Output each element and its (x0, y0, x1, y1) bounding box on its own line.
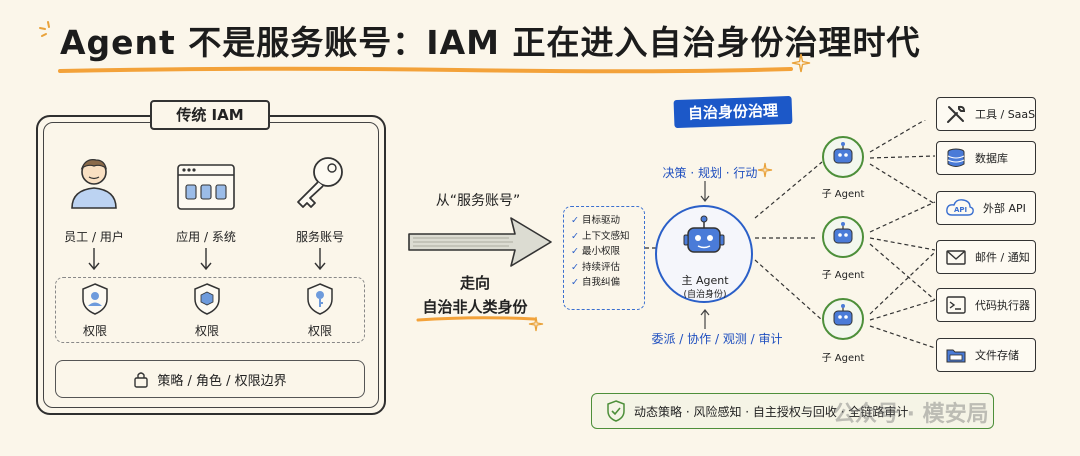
sub-agent-label: 子 Agent (821, 353, 865, 364)
robot-icon (833, 222, 853, 244)
tool-box-database: 数据库 (936, 141, 1036, 175)
capability-checklist: ✓目标驱动 ✓上下文感知 ✓最小权限 ✓持续评估 ✓自我纠偏 (563, 206, 645, 310)
governance-features-bar: 动态策略 · 风险感知 · 自主授权与回收 · 全链路审计 (591, 393, 994, 429)
shield-check-icon (607, 400, 625, 422)
robot-icon (833, 142, 853, 164)
mail-icon (946, 250, 966, 265)
connection-lines (645, 120, 936, 349)
arrow-down-icon (700, 181, 710, 202)
arrow-up-icon (700, 309, 710, 329)
big-arrow-icon (408, 217, 552, 267)
tool-box-storage: 文件存储 (936, 338, 1036, 372)
transition-from: 从“服务账号” (435, 193, 521, 209)
transition-to-line1: 走向 (459, 274, 490, 292)
folder-icon (946, 349, 966, 363)
permissions-group (55, 277, 365, 343)
policy-box: 策略 / 角色 / 权限边界 (55, 360, 365, 398)
entity-label-service-account: 服务账号 (295, 230, 344, 244)
title-underline (58, 66, 793, 74)
robot-icon (683, 215, 725, 253)
checklist-item: ✓自我纠偏 (571, 277, 620, 288)
tool-box-saas: 工具 / SaaS (936, 97, 1036, 131)
person-icon (71, 159, 117, 209)
traditional-iam-title: 传统 IAM (150, 100, 270, 130)
checklist-item: ✓上下文感知 (571, 230, 630, 242)
watermark: 公众号 · 模安局 (833, 402, 989, 427)
sparkle-icon (528, 316, 544, 332)
sub-agent-label: 子 Agent (821, 270, 865, 281)
entity-label-user: 员工 / 用户 (64, 230, 124, 244)
governance-features-text: 动态策略 · 风险感知 · 自主授权与回收 · 全链路审计 (634, 404, 909, 419)
transition-to-line2: 自治非人类身份 (422, 298, 528, 316)
terminal-icon (946, 296, 966, 314)
tool-box-executor: 代码执行器 (936, 288, 1036, 322)
sparkle-icon (791, 53, 811, 73)
permission-label: 权限 (82, 324, 107, 338)
permission-label: 权限 (194, 324, 219, 338)
entity-label-app: 应用 / 系统 (176, 230, 236, 244)
top-actions: 决策 · 规划 · 行动 (662, 166, 758, 180)
shield-cube-icon (194, 283, 220, 315)
sparkle-icon (39, 21, 50, 37)
arrow-down-icon (200, 248, 212, 271)
api-badge: API (954, 206, 967, 214)
app-window-icon (177, 164, 235, 210)
robot-icon (833, 304, 853, 326)
main-agent-node (655, 205, 753, 303)
page-title: Agent 不是服务账号：IAM 正在进入自治身份治理时代 (60, 23, 921, 62)
shield-user-icon (82, 283, 108, 315)
bottom-actions: 委派 / 协作 / 观测 / 审计 (651, 332, 783, 346)
main-agent-label: 主 Agent (681, 274, 729, 287)
tool-box-api: API 外部 API (936, 191, 1036, 225)
cloud-api-icon: API (946, 199, 974, 216)
database-icon (947, 148, 965, 167)
policy-text: 策略 / 角色 / 权限边界 (157, 373, 287, 389)
checklist-item: ✓目标驱动 (571, 215, 620, 226)
shield-key-icon (307, 283, 333, 315)
main-agent-sub: (自治身份) (683, 290, 727, 300)
checklist-item: ✓最小权限 (571, 246, 620, 257)
permission-label: 权限 (307, 324, 332, 338)
tool-box-mail: 邮件 / 通知 (936, 240, 1036, 274)
tools-icon (947, 105, 966, 123)
lock-icon (134, 372, 149, 388)
arrow-down-icon (314, 248, 326, 271)
key-icon (297, 157, 343, 208)
checklist-item: ✓持续评估 (571, 261, 620, 273)
sparkle-icon (757, 162, 773, 178)
highlight-underline (416, 316, 536, 322)
sub-agent-label: 子 Agent (821, 189, 865, 200)
arrow-down-icon (88, 248, 100, 271)
